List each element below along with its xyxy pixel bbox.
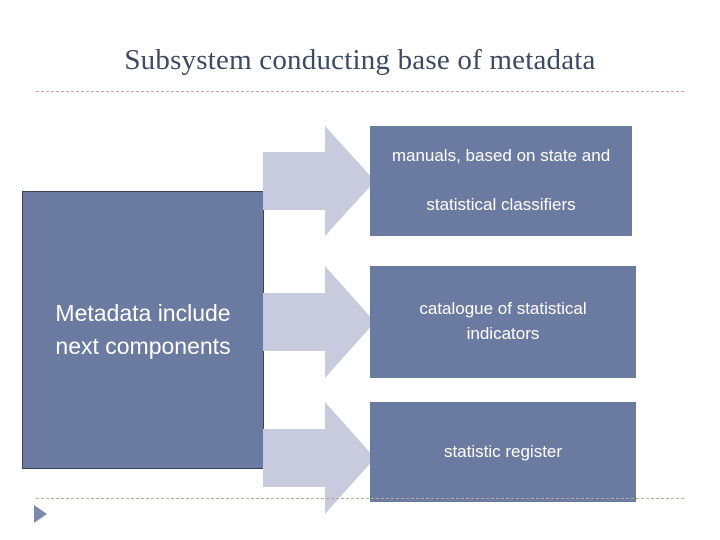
arrow-to-manuals-icon <box>263 126 375 236</box>
bottom-triangle-icon <box>34 505 47 523</box>
source-box: Metadata include next components <box>22 191 264 469</box>
source-box-label: Metadata include next components <box>55 300 231 359</box>
arrow-to-register-icon <box>263 402 375 514</box>
arrow-to-catalogue-icon <box>263 266 375 378</box>
target-box-catalogue-label: catalogue of statistical indicators <box>419 299 587 343</box>
bottom-divider <box>36 498 684 499</box>
target-box-catalogue: catalogue of statistical indicators <box>370 266 636 378</box>
target-box-register: statistic register <box>370 402 636 502</box>
title-divider <box>36 91 684 92</box>
target-box-register-label: statistic register <box>443 441 563 461</box>
page-title: Subsystem conducting base of metadata <box>124 44 596 76</box>
